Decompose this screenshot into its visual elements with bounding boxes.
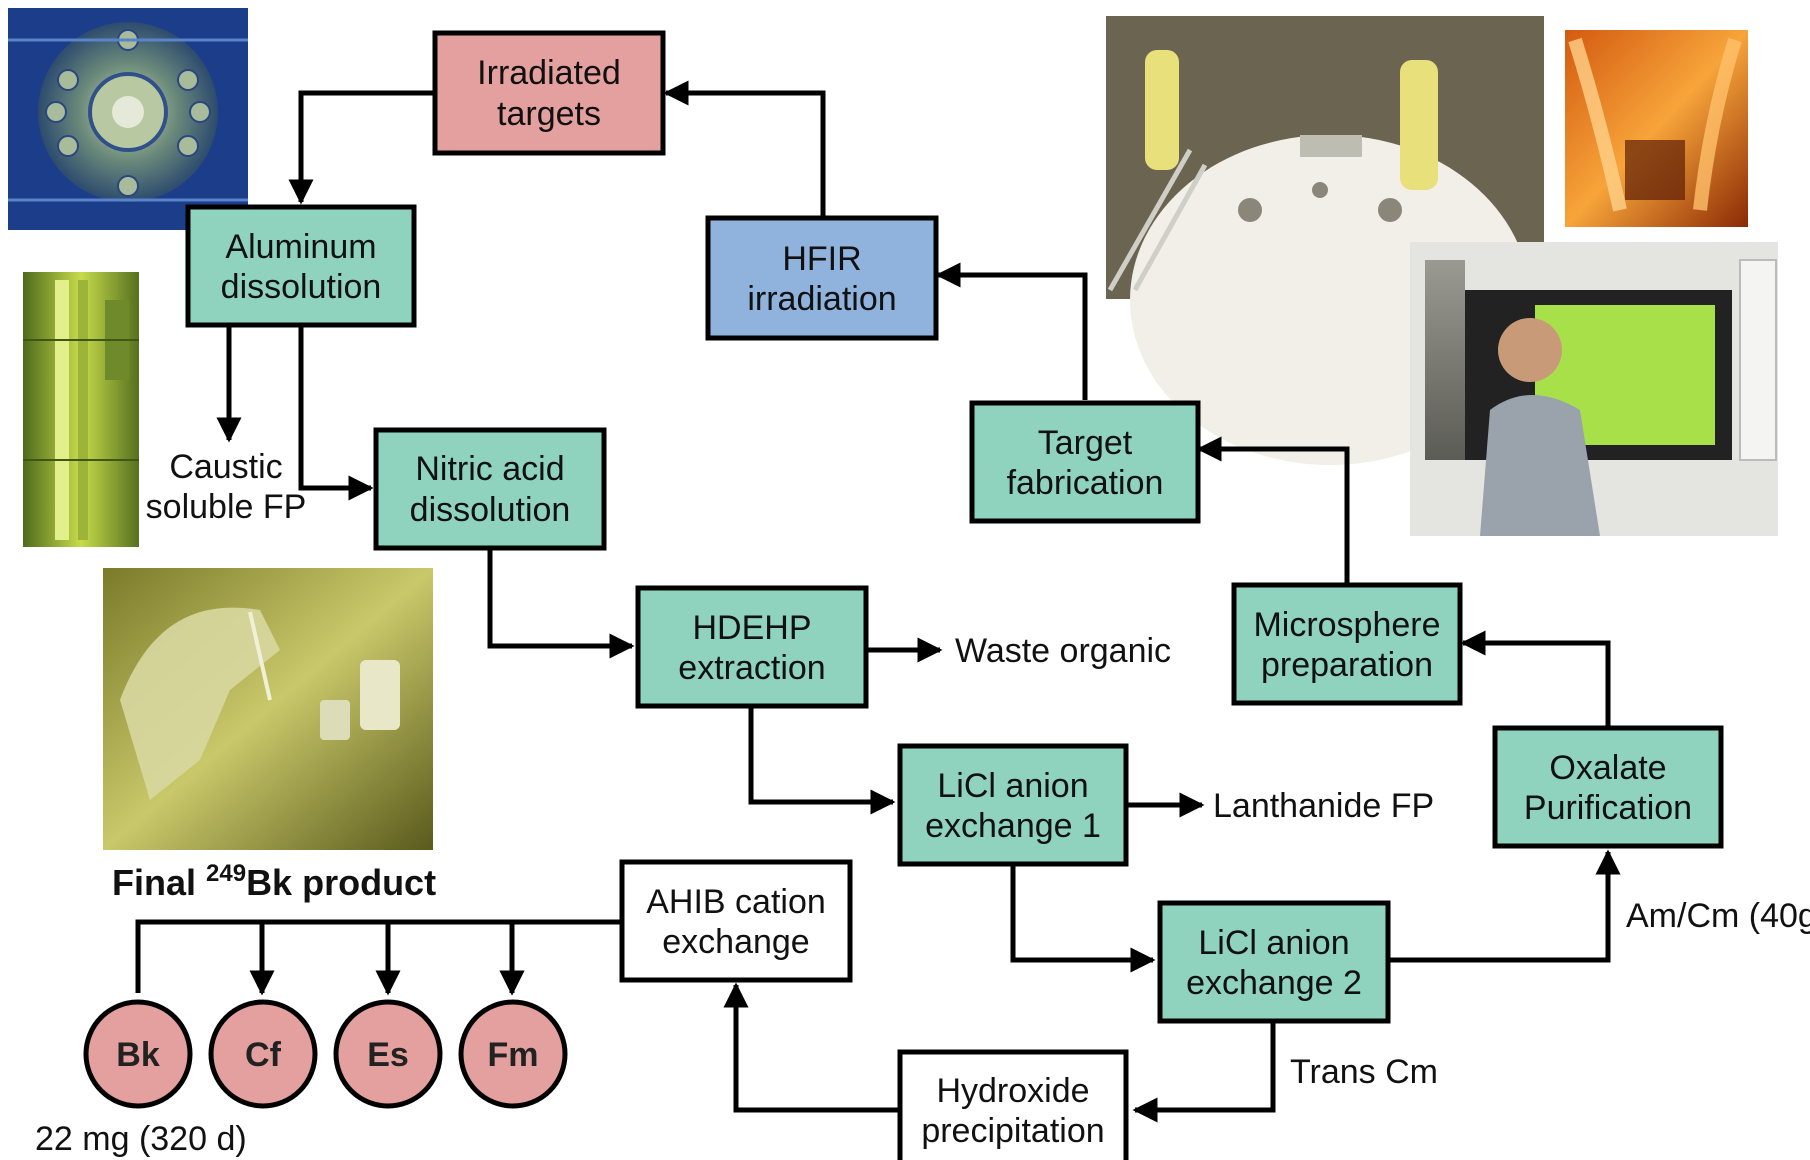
edge-hfir-to-irradiated <box>663 80 826 218</box>
photo-green-column <box>23 272 139 547</box>
node-label: fabrication <box>1007 464 1164 502</box>
element-label: Bk <box>116 1036 160 1074</box>
element-fm: Fm <box>458 999 568 1109</box>
node-licl-anion-exchange-2: LiCl anion exchange 2 <box>1157 900 1391 1024</box>
node-label: AHIB cation <box>646 883 826 921</box>
caustic-label: Caustic <box>169 448 282 486</box>
lanthanide-fp-label: Lanthanide FP <box>1213 787 1434 825</box>
node-microsphere-preparation: Microsphere preparation <box>1231 582 1463 706</box>
node-label: exchange 2 <box>1186 964 1362 1002</box>
edge-licl1-to-licl2 <box>1010 866 1156 973</box>
element-label: Fm <box>488 1036 539 1074</box>
bk-amount-label: 22 mg (320 d) <box>35 1120 247 1158</box>
node-label: HFIR <box>782 240 861 278</box>
element-label: Cf <box>245 1036 282 1074</box>
edge-licl2-to-hydroxide <box>1132 1022 1276 1123</box>
node-label: LiCl anion <box>937 767 1088 805</box>
photo-manipulator-operator <box>1410 242 1778 536</box>
edge-licl2-to-oxalate <box>1388 849 1621 963</box>
node-label: Oxalate <box>1549 749 1666 787</box>
edge-nitric-to-hdehp <box>487 548 635 659</box>
node-label: Irradiated <box>477 54 621 92</box>
node-label: Microsphere <box>1253 606 1440 644</box>
node-label: HDEHP <box>692 609 811 647</box>
node-label: exchange <box>662 923 809 961</box>
node-label: Target <box>1038 424 1133 462</box>
node-irradiated-targets: Irradiated targets <box>432 30 666 156</box>
node-label: Nitric acid <box>415 450 564 488</box>
node-label: dissolution <box>410 491 571 529</box>
node-label: precipitation <box>921 1112 1104 1150</box>
node-label: Purification <box>1524 789 1692 827</box>
node-aluminum-dissolution: Aluminum dissolution <box>185 204 417 328</box>
photo-glovebox-hand <box>103 568 433 850</box>
edge-hdehp-to-licl1 <box>748 707 896 815</box>
node-nitric-acid-dissolution: Nitric acid dissolution <box>373 427 607 551</box>
node-label: LiCl anion <box>1198 924 1349 962</box>
node-label: dissolution <box>221 268 382 306</box>
caustic-label: soluble FP <box>146 488 307 526</box>
element-label: Es <box>367 1036 409 1074</box>
edge-microsphere-to-target-fab <box>1196 436 1350 583</box>
photo-hot-cell-orange <box>1565 30 1748 227</box>
final-product-caption: Final 249Bk product <box>112 860 436 903</box>
node-label: irradiation <box>747 280 896 318</box>
node-licl-anion-exchange-1: LiCl anion exchange 1 <box>897 743 1129 867</box>
edge-hydroxide-to-ahib <box>723 982 900 1113</box>
node-oxalate-purification: Oxalate Purification <box>1492 725 1724 849</box>
node-hydroxide-precipitation: Hydroxide precipitation <box>897 1049 1129 1160</box>
edge-irradiated-to-aluminum <box>288 90 435 205</box>
edge-target-fab-to-hfir <box>935 262 1088 400</box>
element-es: Es <box>333 999 443 1109</box>
node-label: extraction <box>678 649 825 687</box>
node-label: preparation <box>1261 646 1433 684</box>
node-label: targets <box>497 95 601 133</box>
photo-workers-cask <box>1106 16 1544 465</box>
node-label: Aluminum <box>225 228 376 266</box>
waste-organic-label: Waste organic <box>955 632 1171 670</box>
node-label: Hydroxide <box>936 1072 1089 1110</box>
edge-oxalate-to-microsphere <box>1460 630 1611 728</box>
trans-cm-label: Trans Cm <box>1290 1053 1438 1091</box>
node-target-fabrication: Target fabrication <box>969 400 1201 524</box>
node-ahib-cation-exchange: AHIB cation exchange <box>619 859 853 983</box>
node-label: exchange 1 <box>925 807 1101 845</box>
photo-reactor-core <box>8 8 248 230</box>
node-hdehp-extraction: HDEHP extraction <box>635 585 869 709</box>
element-bk: Bk <box>83 999 193 1109</box>
node-hfir-irradiation: HFIR irradiation <box>705 215 939 341</box>
caption-prefix: Final <box>112 862 206 903</box>
element-cf: Cf <box>208 999 318 1109</box>
caption-superscript: 249 <box>206 860 246 887</box>
caption-suffix: Bk product <box>246 862 436 903</box>
am-cm-label: Am/Cm (40g) <box>1626 897 1810 935</box>
edge-aluminum-to-nitric <box>298 327 374 501</box>
edge-ahib-to-elements <box>135 919 622 993</box>
